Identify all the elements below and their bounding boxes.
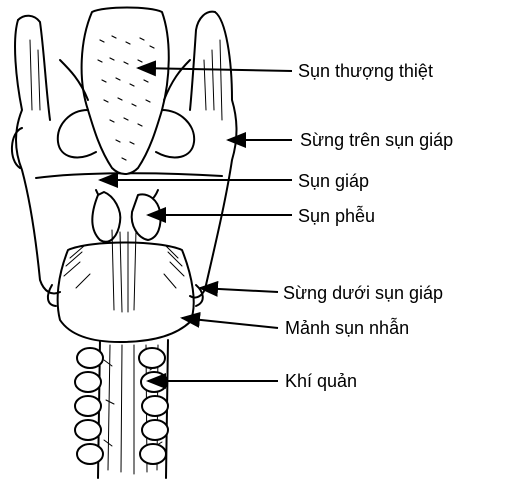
arrow-cricoid-lamina bbox=[182, 318, 278, 328]
label-superior-horn: Sừng trên sụn giáp bbox=[300, 130, 453, 150]
tracheal-rings-right bbox=[139, 348, 168, 464]
epiglottis-shape bbox=[82, 8, 169, 175]
label-arytenoid: Sụn phễu bbox=[298, 205, 375, 226]
label-cricoid-lamina: Mảnh sụn nhẫn bbox=[285, 317, 409, 338]
label-inferior-horn: Sừng dưới sụn giáp bbox=[283, 283, 443, 303]
tracheal-rings-left bbox=[75, 348, 103, 464]
label-trachea: Khí quản bbox=[285, 371, 357, 391]
arrow-inferior-horn bbox=[200, 288, 278, 292]
label-thyroid-cartilage: Sụn giáp bbox=[298, 171, 369, 191]
labels: Sụn thượng thiệt Sừng trên sụn giáp Sụn … bbox=[283, 61, 453, 391]
larynx-illustration bbox=[12, 8, 237, 479]
label-epiglottis: Sụn thượng thiệt bbox=[298, 61, 433, 81]
